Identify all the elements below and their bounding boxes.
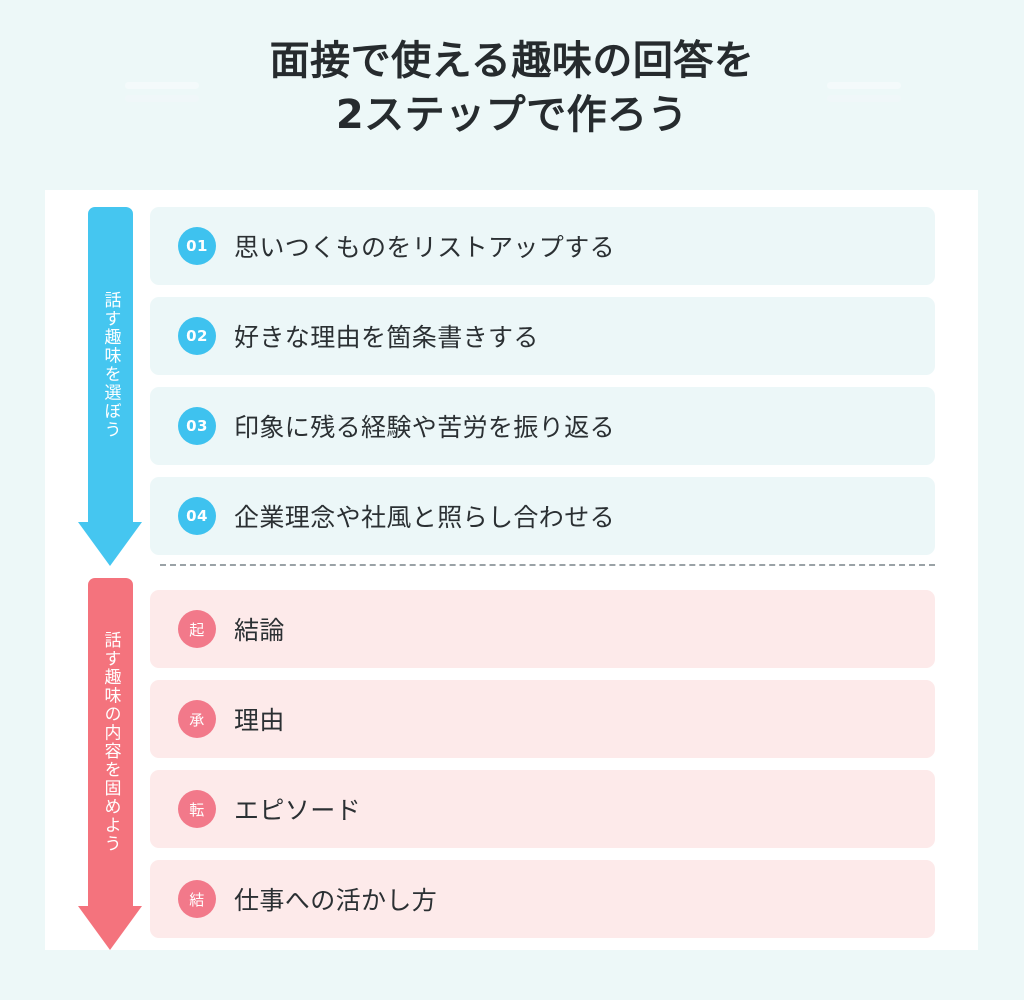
page-title: 面接で使える趣味の回答を 2ステップで作ろう (0, 34, 1024, 142)
step-label: 好きな理由を箇条書きする (234, 323, 539, 352)
table-row[interactable]: 03 印象に残る経験や苦労を振り返る (150, 387, 935, 465)
page-title-line-2: 2ステップで作ろう (335, 92, 689, 138)
step-badge: 01 (178, 227, 216, 265)
step-badge: 02 (178, 317, 216, 355)
table-row[interactable]: 起 結論 (150, 590, 935, 668)
page-title-line-1: 面接で使える趣味の回答を (269, 38, 755, 84)
step-1-row-list: 01 思いつくものをリストアップする 02 好きな理由を箇条書きする 03 印象… (150, 207, 935, 567)
step-label: 印象に残る経験や苦労を振り返る (234, 413, 616, 442)
step-badge: 03 (178, 407, 216, 445)
step-2-arrow-label: 話す趣味の内容を固めよう (100, 631, 121, 853)
deco-line (827, 82, 901, 89)
header: 面接で使える趣味の回答を 2ステップで作ろう (0, 0, 1024, 190)
steps-card: 話す趣味を選ぼう 01 思いつくものをリストアップする 02 好きな理由を箇条書… (45, 190, 978, 950)
arrow-down-icon (78, 906, 142, 950)
step-label: 理由 (234, 706, 285, 735)
section-divider (160, 564, 935, 566)
table-row[interactable]: 結 仕事への活かし方 (150, 860, 935, 938)
step-2-arrow-shaft: 話す趣味の内容を固めよう (88, 578, 133, 906)
step-badge: 起 (178, 610, 216, 648)
step-badge: 04 (178, 497, 216, 535)
deco-line (125, 82, 199, 89)
deco-line (827, 95, 901, 102)
table-row[interactable]: 承 理由 (150, 680, 935, 758)
step-label: エピソード (234, 796, 362, 825)
table-row[interactable]: 01 思いつくものをリストアップする (150, 207, 935, 285)
step-1-arrow-label: 話す趣味を選ぼう (100, 290, 121, 439)
table-row[interactable]: 04 企業理念や社風と照らし合わせる (150, 477, 935, 555)
step-label: 結論 (234, 616, 285, 645)
arrow-down-icon (78, 522, 142, 566)
decorative-lines-right-icon (827, 82, 901, 104)
step-2-row-list: 起 結論 承 理由 転 エピソード 結 仕事への活かし方 (150, 590, 935, 950)
table-row[interactable]: 02 好きな理由を箇条書きする (150, 297, 935, 375)
step-1-arrow: 話す趣味を選ぼう (78, 207, 142, 566)
step-label: 企業理念や社風と照らし合わせる (234, 503, 616, 532)
section-step-2: 話す趣味の内容を固めよう 起 結論 承 理由 転 エピソード 結 仕事への活かし… (45, 568, 978, 950)
step-label: 思いつくものをリストアップする (234, 233, 616, 262)
step-badge: 承 (178, 700, 216, 738)
step-1-arrow-shaft: 話す趣味を選ぼう (88, 207, 133, 522)
step-label: 仕事への活かし方 (234, 886, 438, 915)
section-step-1: 話す趣味を選ぼう 01 思いつくものをリストアップする 02 好きな理由を箇条書… (45, 190, 978, 566)
decorative-lines-left-icon (125, 82, 199, 104)
step-badge: 結 (178, 880, 216, 918)
step-badge: 転 (178, 790, 216, 828)
table-row[interactable]: 転 エピソード (150, 770, 935, 848)
step-2-arrow: 話す趣味の内容を固めよう (78, 578, 142, 950)
deco-line (125, 95, 199, 102)
